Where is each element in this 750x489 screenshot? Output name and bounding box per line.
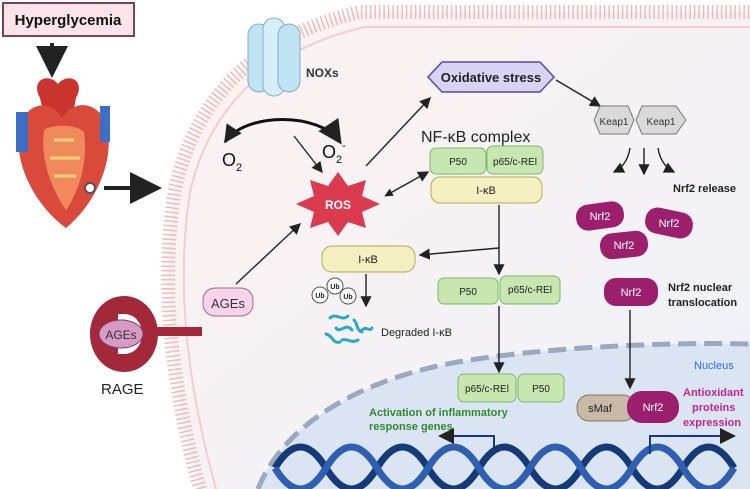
arrow-ages-to-ros <box>235 223 302 285</box>
free-p50-box <box>437 277 499 305</box>
heart-icon <box>16 78 110 228</box>
antioxidant-label-1: Antioxidant <box>683 387 744 399</box>
antioxidant-label-2: proteins <box>692 402 735 414</box>
ubiquitin-label-3: Ub <box>343 294 352 301</box>
ros-burst <box>296 172 380 236</box>
oxidative-stress-box <box>426 61 556 93</box>
nuclear-p65-label: p65/c-REl <box>465 384 509 395</box>
nfkb-ikb-box <box>430 176 543 204</box>
antioxidant-label-3: expression <box>683 417 741 429</box>
bound-ages-box <box>98 319 144 349</box>
bound-nrf2-label: Nrf2 <box>643 402 664 414</box>
dna-strand-b <box>272 443 737 489</box>
redox-arrow <box>223 117 342 145</box>
released-nrf2-label-2: Nrf2 <box>659 218 680 230</box>
ros-label: ROS <box>325 198 351 212</box>
nrf2-translocation-label-1: Nrf2 nuclear <box>668 282 733 294</box>
released-nrf2-2 <box>645 207 693 239</box>
nfkb-ikb-label: I-κB <box>476 185 496 197</box>
hyperglycemia-box <box>2 2 135 37</box>
nuclear-p65-box <box>457 373 517 403</box>
ubiquitin-cluster <box>311 277 357 305</box>
keap1-right-box <box>635 105 687 135</box>
nrf2-translocation-label-2: translocation <box>668 297 737 309</box>
dna-strand-a <box>272 443 737 489</box>
released-nrf2-label-3: Nrf2 <box>614 240 635 252</box>
degraded-ikb-fragments-icon <box>324 314 374 344</box>
bound-ages-label: AGEs <box>105 328 136 342</box>
arrow-oxidative-stress-to-keap1 <box>555 79 602 107</box>
arrow-keap1-release-right <box>657 147 676 173</box>
arrow-ros-to-oxidative-stress <box>365 96 431 167</box>
free-p65-label: p65/c-REl <box>508 285 552 296</box>
superoxide-label: O2- <box>322 140 346 166</box>
nuclear-p50-box <box>517 373 565 403</box>
smaf-label: sMaf <box>588 403 613 415</box>
degraded-ikb-label: Degraded I-κB <box>381 327 452 339</box>
nox-channel-icon <box>247 17 301 97</box>
arrow-release-ikb <box>418 247 500 260</box>
rage-receptor-icon <box>90 296 158 372</box>
bound-nrf2 <box>627 391 679 423</box>
inflammatory-transcription-arrow <box>438 428 495 454</box>
nfkb-p65-label: p65/c-REl <box>493 157 537 168</box>
free-ages-box <box>202 287 254 317</box>
hyperglycemia-label: Hyperglycemia <box>15 12 122 29</box>
nucleus-label: Nucleus <box>694 360 734 372</box>
inflammatory-genes-label-2: response genes <box>369 421 453 433</box>
nfkb-complex-title: NF-κB complex <box>421 129 530 146</box>
arrow-o2-to-ros <box>293 135 323 174</box>
inflammatory-genes-label-1: Activation of inflammatory <box>369 407 509 419</box>
released-ikb-label: I-κB <box>358 254 378 266</box>
keap1-left-box <box>593 105 635 135</box>
ubiquitin-label-1: Ub <box>315 293 324 300</box>
rage-tail <box>150 327 202 336</box>
released-nrf2-3 <box>599 230 649 260</box>
nfkb-p65-box <box>486 145 544 175</box>
keap1-left-label: Keap1 <box>600 117 629 128</box>
nfkb-p50-box <box>429 147 487 175</box>
antioxidant-transcription-arrow <box>649 428 736 454</box>
nox-label: NOXs <box>306 66 339 80</box>
oxygen-label: O2 <box>222 150 242 174</box>
released-nrf2-label-1: Nrf2 <box>590 211 611 223</box>
free-p50-label: P50 <box>459 287 477 298</box>
free-ages-label: AGEs <box>211 296 245 311</box>
translocating-nrf2-label: Nrf2 <box>621 287 642 299</box>
rage-label: RAGE <box>101 381 144 398</box>
oxidative-stress-label: Oxidative stress <box>441 70 541 85</box>
keap1-right-label: Keap1 <box>647 117 676 128</box>
arrow-ros-nfkb <box>384 171 430 197</box>
arrow-keap1-release-left <box>612 147 631 173</box>
ubiquitin-label-2: Ub <box>330 284 339 291</box>
nuclear-p50-label: P50 <box>532 384 550 395</box>
released-ikb-box <box>321 245 416 273</box>
nrf2-release-label: Nrf2 release <box>673 183 736 195</box>
translocating-nrf2 <box>604 278 658 306</box>
released-nrf2-1 <box>575 201 625 231</box>
nfkb-p50-label: P50 <box>449 157 467 168</box>
free-p65-box <box>499 275 561 305</box>
